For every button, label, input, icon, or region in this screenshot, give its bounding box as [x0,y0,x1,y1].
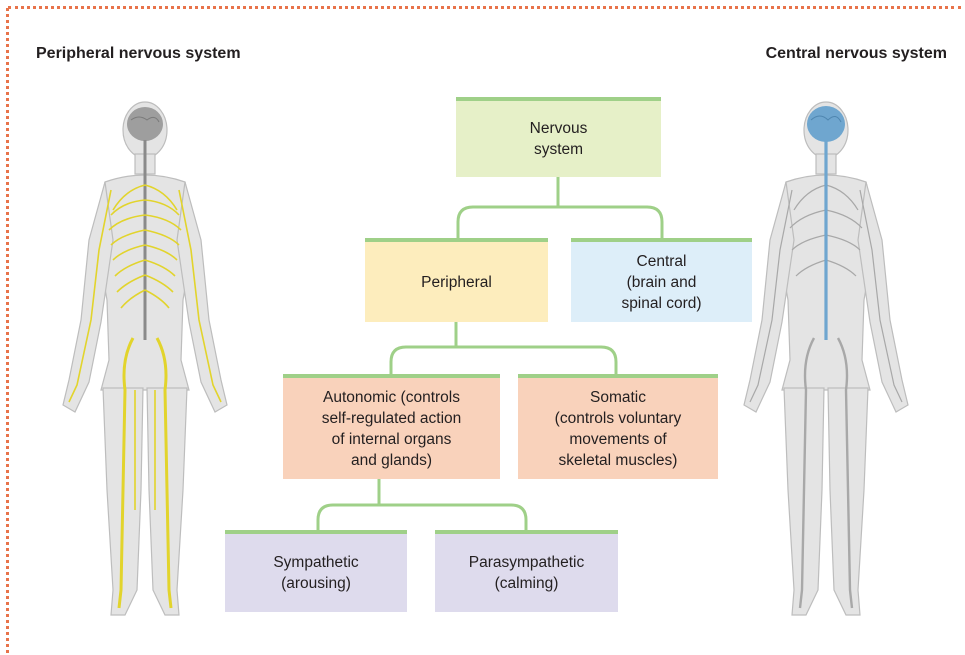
autonomic-box: Autonomic (controls self-regulated actio… [283,374,500,479]
sympathetic-box: Sympathetic (arousing) [225,530,407,612]
nervous-system-box: Nervous system [456,97,661,177]
somatic-box: Somatic (controls voluntary movements of… [518,374,718,479]
parasympathetic-box: Parasympathetic (calming) [435,530,618,612]
peripheral-box: Peripheral [365,238,548,322]
central-box: Central (brain and spinal cord) [571,238,752,322]
